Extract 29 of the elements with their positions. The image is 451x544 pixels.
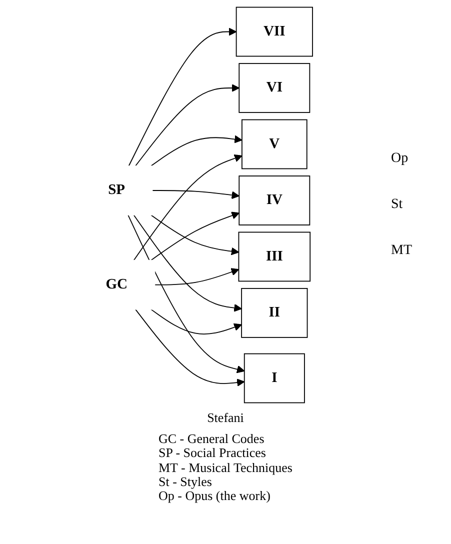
arrow	[133, 214, 242, 312]
arrow	[150, 135, 242, 166]
arrow	[133, 154, 242, 261]
legend-entry: St - Styles	[158, 474, 213, 490]
arrow	[150, 212, 240, 261]
bracket-label: MT	[391, 243, 413, 259]
legend-entry: MT - Musical Techniques	[158, 460, 292, 475]
legend-entry: SP - Social Practices	[158, 446, 267, 461]
arrow	[134, 84, 240, 166]
bracket-label: St	[391, 197, 404, 213]
arrow	[150, 214, 240, 256]
node-box: I	[244, 353, 305, 404]
node-box: VI	[238, 63, 310, 113]
node-box: VII	[236, 6, 313, 57]
arrow	[152, 190, 240, 200]
node-box: IV	[238, 176, 310, 226]
arrow	[128, 28, 237, 166]
arrow	[150, 308, 242, 334]
arrow	[154, 268, 240, 286]
legend-entry: Op - Opus (the work)	[158, 489, 272, 504]
node-box: V	[242, 119, 308, 170]
legend-entry: GC - General Codes	[158, 432, 266, 446]
arrow	[128, 214, 245, 374]
bracket-label: Op	[391, 151, 410, 167]
node-box: II	[241, 288, 308, 338]
author-caption: Stefani	[206, 410, 245, 426]
node-text: SP	[108, 182, 126, 198]
arrow	[134, 308, 245, 386]
node-box: III	[238, 232, 311, 282]
